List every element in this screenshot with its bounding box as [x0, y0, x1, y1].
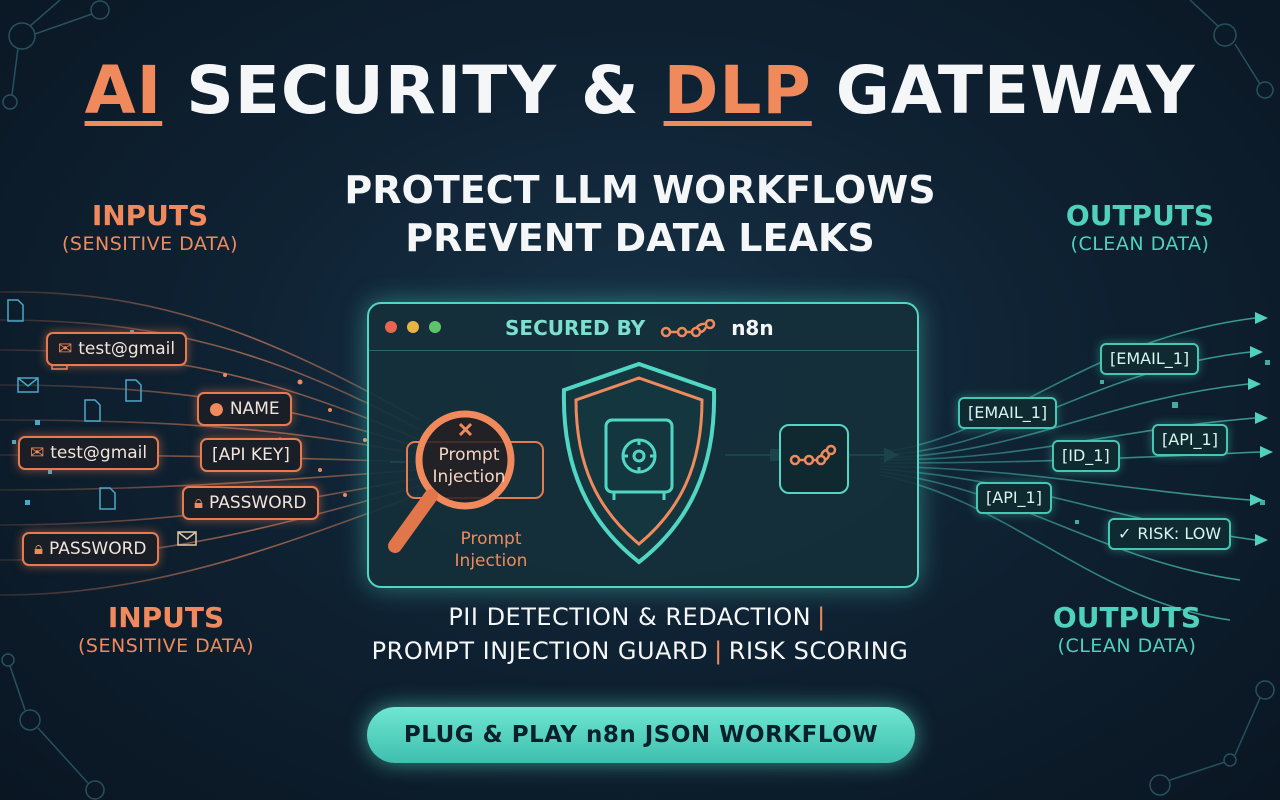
inputs-subheading-text: (SENSITIVE DATA)	[62, 233, 238, 255]
output-tag-risk: ✓ RISK: LOW	[1108, 518, 1232, 550]
lock-icon: 🔒︎	[34, 539, 44, 559]
subtitle: PROTECT LLM WORKFLOWS PREVENT DATA LEAKS	[0, 166, 1280, 262]
envelope-icon	[17, 377, 197, 546]
lock-icon: 🔒︎	[194, 493, 204, 513]
input-tag-password-2: 🔒︎PASSWORD	[22, 532, 159, 566]
outputs-subheading-text: (CLEAN DATA)	[1057, 635, 1197, 657]
outputs-heading-top: OUTPUTS (CLEAN DATA)	[1010, 200, 1270, 256]
title-security: SECURITY &	[162, 52, 664, 129]
outputs-heading-bottom: OUTPUTS (CLEAN DATA)	[997, 602, 1257, 658]
output-tag-api-2: [API_1]	[976, 482, 1052, 514]
input-tag-password: 🔒︎PASSWORD	[182, 486, 319, 520]
input-tag-text: NAME	[229, 399, 280, 419]
main-title: AI SECURITY & DLP GATEWAY	[0, 52, 1280, 129]
inputs-subheading-text: (SENSITIVE DATA)	[78, 635, 254, 657]
output-tag-email-2: [EMAIL_1]	[958, 397, 1058, 429]
features-line-1: PII DETECTION & REDACTION|	[0, 600, 1280, 634]
input-tag-email-2: ✉test@gmail	[18, 436, 160, 470]
output-tag-text: [API_1]	[1162, 430, 1218, 449]
output-particles	[1075, 360, 1270, 524]
inputs-heading-bottom: INPUTS (SENSITIVE DATA)	[36, 602, 296, 658]
outputs-subheading-text: (CLEAN DATA)	[1070, 233, 1210, 255]
feature-prompt-injection-guard: PROMPT INJECTION GUARD	[371, 637, 709, 665]
input-tag-text: PASSWORD	[209, 493, 307, 513]
vault-icon	[604, 418, 674, 500]
secured-by-label: SECURED BY n8n	[505, 314, 774, 342]
input-tag-text: [API KEY]	[212, 445, 290, 465]
envelope-icon: ✉	[30, 443, 45, 463]
gateway-panel: SECURED BY n8n Prompt Injection Prompt I…	[367, 302, 919, 588]
workflow-node	[779, 424, 849, 494]
input-tag-api-key: [API KEY]	[200, 438, 302, 472]
n8n-logo-icon	[660, 318, 716, 337]
window-maximize-dot	[429, 321, 441, 333]
output-tag-text: [EMAIL_1]	[968, 403, 1048, 422]
output-tag-text: RISK: LOW	[1137, 524, 1222, 543]
panel-title-bar: SECURED BY n8n	[369, 304, 917, 351]
plug-and-play-button[interactable]: PLUG & PLAY n8n JSON WORKFLOW	[367, 707, 915, 763]
title-dlp: DLP	[663, 52, 812, 129]
shield-icon	[561, 361, 717, 565]
output-tag-text: [ID_1]	[1062, 446, 1110, 465]
output-arrowheads	[1248, 312, 1273, 546]
check-icon: ✓	[1118, 524, 1132, 543]
input-tag-text: PASSWORD	[49, 539, 147, 559]
secured-by-text: SECURED BY	[505, 316, 646, 340]
window-close-dot	[385, 321, 397, 333]
output-tag-api: [API_1]	[1152, 424, 1228, 456]
user-icon: ●	[209, 399, 224, 419]
window-minimize-dot	[407, 321, 419, 333]
outputs-heading-text: OUTPUTS	[1065, 199, 1215, 232]
input-tag-email: ✉test@gmail	[46, 332, 188, 366]
subtitle-line-2: PREVENT DATA LEAKS	[405, 216, 875, 260]
n8n-logo-icon	[789, 444, 837, 466]
features-line-2: PROMPT INJECTION GUARD|RISK SCORING	[0, 634, 1280, 668]
outputs-heading-text: OUTPUTS	[1052, 601, 1202, 634]
inputs-heading-text: INPUTS	[107, 601, 225, 634]
feature-risk-scoring: RISK SCORING	[728, 637, 909, 665]
input-tag-text: test@gmail	[78, 339, 176, 359]
lens-injection-text: Prompt Injection	[432, 445, 506, 487]
title-gateway: GATEWAY	[811, 52, 1196, 129]
envelope-icon: ✉	[58, 339, 73, 359]
output-tag-id: [ID_1]	[1052, 440, 1120, 472]
inputs-heading-top: INPUTS (SENSITIVE DATA)	[20, 200, 280, 256]
input-tag-text: test@gmail	[50, 443, 148, 463]
feature-pii-detection: PII DETECTION & REDACTION	[448, 603, 812, 631]
feature-separator: |	[714, 637, 723, 665]
output-tag-text: [EMAIL_1]	[1110, 349, 1190, 368]
inputs-heading-text: INPUTS	[91, 199, 209, 232]
title-ai: AI	[84, 52, 163, 129]
subtitle-line-1: PROTECT LLM WORKFLOWS	[344, 168, 936, 212]
output-tag-email: [EMAIL_1]	[1100, 343, 1200, 375]
input-tag-name: ●NAME	[197, 392, 292, 426]
feature-separator: |	[817, 603, 826, 631]
prompt-injection-label: Prompt Injection	[454, 529, 528, 571]
magnifier-icon	[388, 410, 544, 553]
n8n-brand-text: n8n	[731, 316, 774, 340]
output-tag-text: [API_1]	[986, 488, 1042, 507]
